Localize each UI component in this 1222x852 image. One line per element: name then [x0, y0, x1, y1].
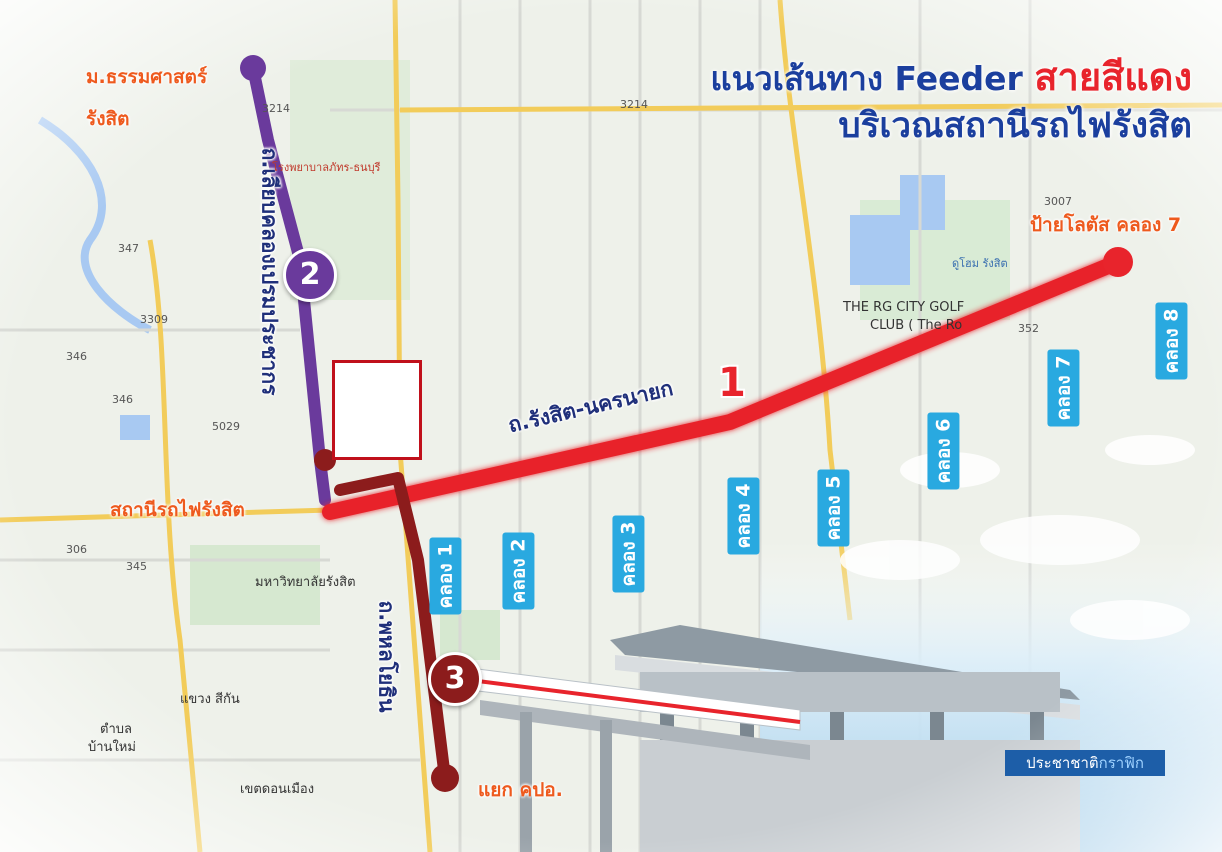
- canal-label-4: คลอง 4: [727, 477, 760, 555]
- road-number: 345: [126, 560, 147, 573]
- home-label: ดูโฮม รังสิต: [952, 257, 1008, 270]
- label-thammasat: ม.ธรรมศาสตร์: [86, 66, 208, 88]
- credit-light: กราฟิก: [1098, 754, 1144, 772]
- label-lotus-sign: ป้ายโลตัส คลอง 7: [1030, 214, 1182, 236]
- label-kpo: แยก คปอ.: [478, 779, 563, 801]
- road-number: 346: [66, 350, 87, 363]
- train-frame: [332, 360, 422, 460]
- kpo-point: [431, 764, 459, 792]
- lotus-point: [1103, 247, 1133, 277]
- credit-main: ประชาชาติ: [1026, 754, 1099, 772]
- road-number: 346: [112, 393, 133, 406]
- golf-label-1: THE RG CITY GOLF: [843, 300, 965, 315]
- road-number: 3309: [140, 313, 168, 326]
- station-point: [314, 449, 336, 471]
- route-1-line: [322, 254, 1126, 520]
- road-label-route-3: ถ.พหลโยธิน: [374, 600, 399, 713]
- road-number: 3214: [262, 102, 290, 115]
- title-highlight: สายสีแดง: [1034, 55, 1192, 99]
- page-title-line1: แนวเส้นทาง Feeder สายสีแดง: [710, 46, 1192, 107]
- khwaeng-label: แขวง สีกัน: [180, 692, 240, 707]
- canal-label-1: คลอง 1: [429, 537, 462, 615]
- canal-label-7: คลอง 7: [1047, 349, 1080, 427]
- label-station: สถานีรถไฟรังสิต: [110, 499, 245, 521]
- university-label: มหาวิทยาลัยรังสิต: [255, 575, 356, 590]
- canal-label-3: คลอง 3: [612, 515, 645, 593]
- page-title-line2: บริเวณสถานีรถไฟรังสิต: [838, 106, 1192, 146]
- route-1-number: 1: [718, 360, 746, 406]
- road-number: 5029: [212, 420, 240, 433]
- golf-label-2: CLUB ( The Ro: [870, 318, 963, 333]
- hospital-label: โรงพยาบาลภัทร-ธนบุรี: [272, 161, 381, 174]
- road-label-route-2: ถ.เลียบคลองเปรมประชากร: [257, 147, 282, 396]
- tambon-label-1: ตำบล: [100, 722, 132, 737]
- tambon-label-2: บ้านใหม่: [88, 740, 136, 755]
- canal-label-8: คลอง 8: [1155, 302, 1188, 380]
- canal-label-5: คลอง 5: [817, 469, 850, 547]
- title-prefix: แนวเส้นทาง Feeder: [710, 59, 1035, 98]
- credit-badge: ประชาชาติกราฟิก: [1005, 750, 1165, 776]
- canal-label-6: คลอง 6: [927, 412, 960, 490]
- route-3-badge: 3: [428, 652, 482, 706]
- road-number: 3007: [1044, 195, 1072, 208]
- thammasat-point: [240, 55, 266, 81]
- road-number: 347: [118, 242, 139, 255]
- route-2-badge: 2: [283, 248, 337, 302]
- road-number: 3214: [620, 98, 648, 111]
- khet-label: เขตดอนเมือง: [240, 782, 315, 797]
- road-number: 352: [1018, 322, 1039, 335]
- label-rangsit: รังสิต: [86, 108, 130, 130]
- road-number: 306: [66, 543, 87, 556]
- canal-label-2: คลอง 2: [502, 532, 535, 610]
